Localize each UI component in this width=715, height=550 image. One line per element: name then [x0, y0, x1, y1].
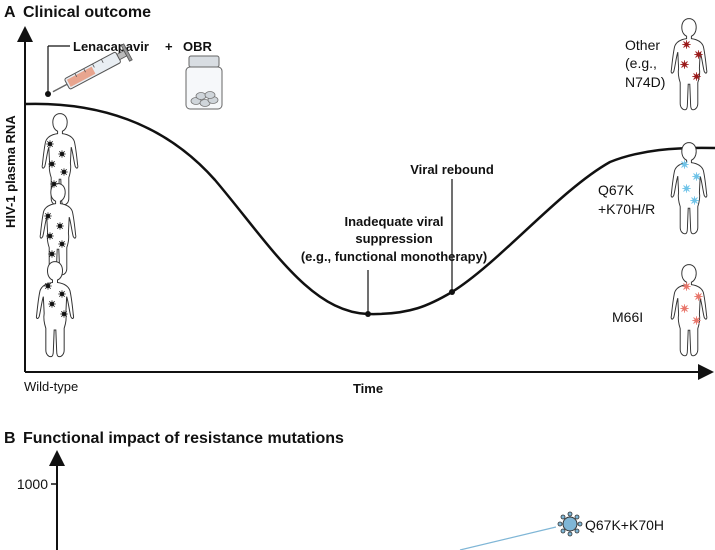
syringe-icon: [52, 43, 133, 93]
variant-q67k-line1: Q67K: [598, 182, 634, 198]
variant-q67k-line2: +K70H/R: [598, 201, 655, 217]
variant-m66i-figure: [670, 264, 708, 357]
panel-a-title: Clinical outcome: [23, 4, 151, 21]
rebound-annotation: Viral rebound: [410, 162, 494, 177]
panel-b-title: Functional impact of resistance mutation…: [23, 430, 344, 447]
panel-b-trend-line: [459, 526, 557, 550]
variant-other-line2: (e.g.,: [625, 55, 657, 71]
drug-label: Lenacapavir: [73, 39, 149, 54]
nadir-annotation-line2: suppression: [355, 231, 432, 246]
x-axis-label: Time: [353, 381, 383, 396]
x-origin-label: Wild-type: [24, 379, 78, 394]
obr-label: OBR: [183, 39, 213, 54]
variant-other-line3: N74D): [625, 74, 665, 90]
wildtype-figures: [35, 113, 79, 358]
nadir-annotation-line3: (e.g., functional monotherapy): [301, 249, 487, 264]
nadir-annotation-line1: Inadequate viral: [345, 214, 444, 229]
panel-a-letter: A: [4, 4, 16, 21]
variant-other-line1: Other: [625, 37, 660, 53]
variant-other-figure: [670, 18, 708, 111]
panel-b-letter: B: [4, 430, 16, 447]
panel-b-point-label: Q67K+K70H: [585, 517, 664, 533]
variant-m66i-label: M66I: [612, 309, 643, 325]
panel-b-y-tick-label: 1000: [17, 476, 48, 492]
variant-q67k-figure: [670, 142, 708, 235]
pill-bottle-icon: [185, 55, 223, 110]
viral-load-curve: [24, 102, 715, 316]
y-axis-label: HIV-1 plasma RNA: [3, 115, 18, 228]
panel-b-data-point: [557, 511, 583, 537]
plus-sign: +: [165, 39, 173, 54]
